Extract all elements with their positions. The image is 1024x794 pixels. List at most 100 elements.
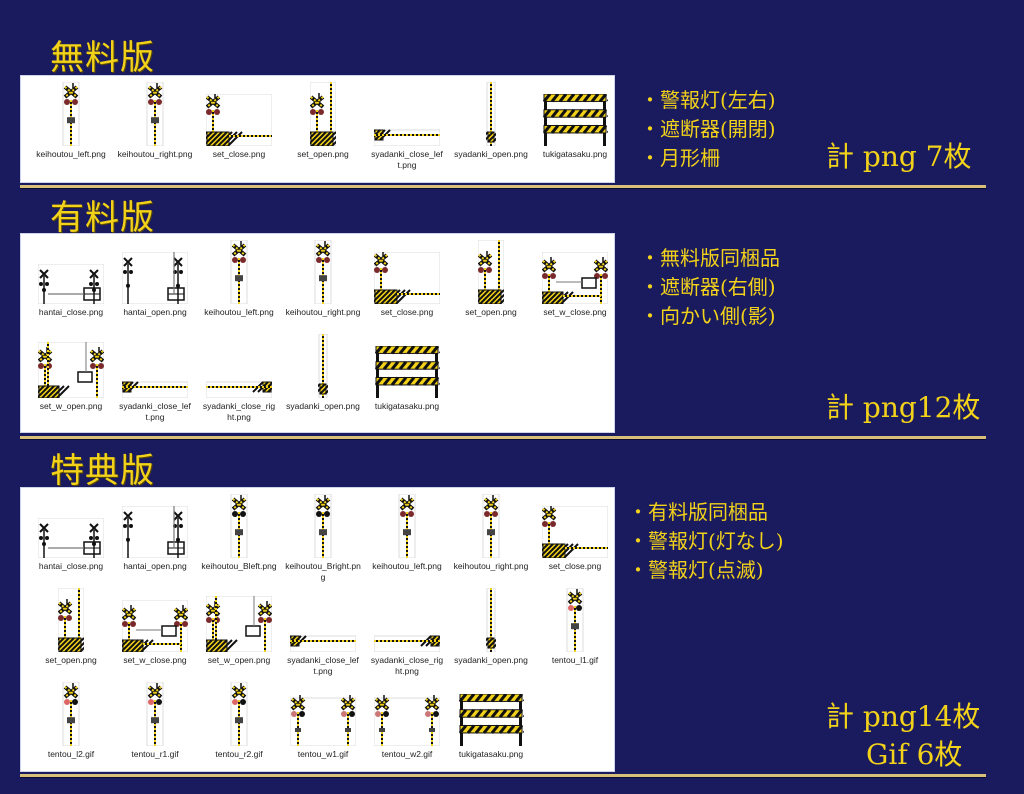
file-item[interactable]: hantai_open.png (113, 240, 197, 318)
opposite-side-open-icon (113, 494, 197, 558)
striped-fence-icon (365, 334, 449, 398)
file-name: syadanki_close_right.png (202, 401, 276, 422)
barrier-open-icon (449, 588, 533, 652)
feature-list-paid: ・無料版同梱品 ・遮断器(右側) ・向かい側(影) (640, 244, 780, 331)
striped-fence-icon (533, 82, 617, 146)
crossing-set-closed-icon (533, 494, 617, 558)
feature-list-bonus: ・有料版同梱品 ・警報灯(灯なし) ・警報灯(点滅) (628, 498, 784, 585)
crossing-pair-blink-icon (365, 682, 449, 746)
file-item[interactable]: tentou_w2.gif (365, 682, 449, 760)
file-item[interactable]: set_w_close.png (533, 240, 617, 318)
section-title-free: 無料版 (50, 38, 155, 78)
file-item[interactable]: hantai_open.png (113, 494, 197, 572)
file-item[interactable]: tentou_r1.gif (113, 682, 197, 760)
section-divider (20, 185, 986, 188)
file-name: tukigatasaku.png (542, 149, 608, 159)
file-count-paid: 計 png12枚 (826, 389, 980, 427)
file-name: tentou_l1.gif (551, 655, 599, 665)
crossing-set-w-open-icon (29, 334, 113, 398)
file-name: keihoutou_Bright.png (285, 561, 361, 582)
opposite-side-open-icon (113, 240, 197, 304)
file-name: tentou_w1.gif (297, 749, 349, 759)
file-item[interactable]: syadanki_open.png (449, 82, 533, 160)
file-item[interactable]: tentou_l2.gif (29, 682, 113, 760)
file-item[interactable]: set_close.png (533, 494, 617, 572)
file-item[interactable]: tukigatasaku.png (533, 82, 617, 160)
crossing-set-w-closed-icon (533, 240, 617, 304)
file-item[interactable]: keihoutou_left.png (29, 82, 113, 160)
file-item[interactable]: keihoutou_right.png (113, 82, 197, 160)
feature-item: ・向かい側(影) (640, 304, 776, 328)
striped-fence-icon (449, 682, 533, 746)
file-item[interactable]: syadanki_close_left.png (113, 334, 197, 423)
file-item[interactable]: set_close.png (197, 82, 281, 160)
barrier-open-icon (449, 82, 533, 146)
feature-item: ・無料版同梱品 (640, 246, 780, 270)
file-item[interactable]: tukigatasaku.png (449, 682, 533, 760)
file-item[interactable]: set_open.png (449, 240, 533, 318)
file-name: tukigatasaku.png (374, 401, 440, 411)
file-name: set_close.png (380, 307, 434, 317)
file-item[interactable]: tentou_l1.gif (533, 588, 617, 666)
file-item[interactable]: syadanki_close_left.png (365, 82, 449, 171)
file-name: keihoutou_left.png (204, 307, 274, 317)
barrier-closed-right-icon (365, 588, 449, 652)
opposite-side-closed-icon (29, 240, 113, 304)
crossing-signal-blink-icon (113, 682, 197, 746)
file-name: syadanki_close_left.png (371, 149, 443, 170)
file-panel-paid: hantai_close.png hantai_open.png keihouto… (20, 233, 615, 433)
file-item[interactable]: keihoutou_right.png (449, 494, 533, 572)
crossing-pair-blink-icon (281, 682, 365, 746)
file-item[interactable]: syadanki_close_right.png (365, 588, 449, 677)
file-item[interactable]: set_w_close.png (113, 588, 197, 666)
file-item[interactable]: syadanki_open.png (281, 334, 365, 412)
file-count-line: Gif 6枚 (866, 738, 963, 771)
file-name: hantai_close.png (38, 307, 104, 317)
crossing-set-open-icon (281, 82, 365, 146)
file-name: set_close.png (212, 149, 266, 159)
section-divider (20, 436, 986, 439)
feature-item: ・警報灯(左右) (640, 88, 776, 112)
barrier-closed-left-icon (281, 588, 365, 652)
crossing-signal-blink-icon (533, 588, 617, 652)
file-name: set_w_close.png (543, 307, 607, 317)
file-item[interactable]: tentou_w1.gif (281, 682, 365, 760)
file-name: set_open.png (45, 655, 97, 665)
section-title-bonus: 特典版 (50, 451, 155, 491)
file-name: syadanki_close_left.png (287, 655, 359, 676)
file-count-line: 計 png14枚 (826, 700, 981, 733)
file-item[interactable]: set_open.png (29, 588, 113, 666)
file-item[interactable]: keihoutou_right.png (281, 240, 365, 318)
file-item[interactable]: set_close.png (365, 240, 449, 318)
file-item[interactable]: set_open.png (281, 82, 365, 160)
feature-item: ・警報灯(点滅) (628, 558, 764, 582)
file-item[interactable]: keihoutou_Bright.png (281, 494, 365, 583)
file-item[interactable]: keihoutou_left.png (365, 494, 449, 572)
file-name: keihoutou_left.png (372, 561, 442, 571)
feature-list-free: ・警報灯(左右) ・遮断器(開閉) ・月形柵 (640, 86, 776, 173)
file-item[interactable]: set_w_open.png (29, 334, 113, 412)
file-item[interactable]: syadanki_open.png (449, 588, 533, 666)
file-item[interactable]: syadanki_close_right.png (197, 334, 281, 423)
file-item[interactable]: hantai_close.png (29, 494, 113, 572)
barrier-closed-right-icon (197, 334, 281, 398)
file-name: hantai_open.png (123, 307, 187, 317)
file-name: syadanki_close_right.png (370, 655, 444, 676)
file-name: set_w_open.png (39, 401, 103, 411)
file-item[interactable]: tukigatasaku.png (365, 334, 449, 412)
file-item[interactable]: keihoutou_Bleft.png (197, 494, 281, 572)
crossing-signal-icon (29, 82, 113, 146)
crossing-signal-icon (449, 494, 533, 558)
file-name: keihoutou_Bleft.png (201, 561, 277, 571)
crossing-signal-blink-icon (197, 682, 281, 746)
file-name: tentou_r2.gif (215, 749, 263, 759)
file-item[interactable]: keihoutou_left.png (197, 240, 281, 318)
file-item[interactable]: tentou_r2.gif (197, 682, 281, 760)
section-divider (20, 774, 986, 777)
crossing-set-open-icon (449, 240, 533, 304)
file-name: set_w_open.png (207, 655, 271, 665)
file-item[interactable]: hantai_close.png (29, 240, 113, 318)
file-item[interactable]: syadanki_close_left.png (281, 588, 365, 677)
file-item[interactable]: set_w_open.png (197, 588, 281, 666)
